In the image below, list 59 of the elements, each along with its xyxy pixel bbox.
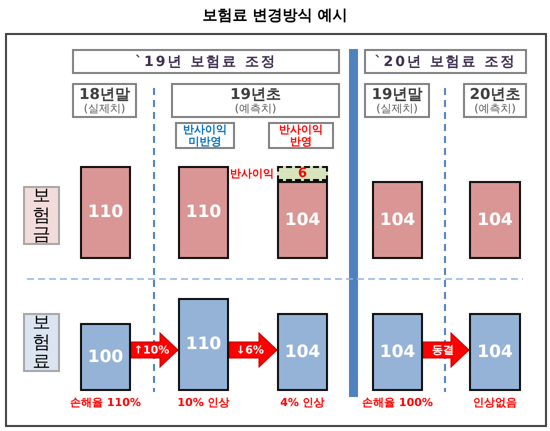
time-header: [171, 83, 340, 118]
status-label: 반사이익 반영: [278, 124, 324, 148]
time-label: 18년말: [79, 86, 130, 102]
period-header: [364, 49, 527, 74]
time-note: (예측치): [234, 102, 276, 116]
premium-bar: [469, 313, 521, 391]
claims-bar: [80, 166, 131, 259]
row-header: [23, 313, 60, 372]
time-header: [463, 83, 527, 118]
period-header: [72, 49, 340, 74]
time-label: 19년말: [372, 86, 422, 102]
time-header: [72, 83, 137, 118]
note-text: 반사이익: [230, 168, 274, 179]
row-title: 보험료: [32, 312, 50, 372]
note-text: 인상없음: [473, 397, 517, 408]
value-label: 110: [186, 336, 222, 353]
time-label: 19년초: [230, 86, 281, 102]
time-note: (예측치): [474, 102, 516, 116]
premium-bar: [277, 313, 328, 391]
premium-bar: [178, 298, 229, 391]
value-label: 104: [380, 212, 416, 228]
time-note: (실제치): [84, 102, 126, 116]
claims-bar: [469, 181, 521, 259]
row-header: [23, 186, 60, 245]
value-label: 110: [88, 204, 124, 221]
gain-block: [277, 166, 328, 181]
value-label: 110: [186, 204, 222, 221]
value-label: 100: [88, 348, 124, 366]
row-title: 보험금: [32, 186, 50, 246]
period-title: `19년 보험료 조정: [135, 54, 277, 68]
premium-bar: [80, 323, 131, 391]
block-arrow: [130, 332, 179, 368]
block-arrow: [422, 332, 470, 368]
value-label: 104: [477, 344, 513, 360]
edge-label: 동결: [432, 344, 454, 356]
time-label: 20년초: [470, 86, 520, 102]
value-label: 104: [477, 212, 513, 228]
value-label: 104: [380, 344, 416, 360]
note-text: 10% 인상: [177, 397, 230, 408]
value-label: 104: [284, 212, 320, 228]
diagram-title: 보험료 변경방식 예시: [202, 6, 348, 25]
note-text: 손해율 110%: [70, 397, 141, 408]
status-tag: [175, 122, 235, 149]
value-label: 104: [284, 344, 320, 360]
claims-bar: [178, 166, 229, 259]
block-arrow: [228, 332, 278, 368]
gain-value: 6: [298, 167, 308, 180]
claims-bar: [277, 181, 328, 259]
edge-label: ↑10%: [134, 344, 170, 356]
premium-bar: [372, 313, 423, 391]
claims-bar: [372, 181, 423, 259]
time-header: [364, 83, 430, 118]
note-text: 손해율 100%: [362, 397, 433, 408]
status-tag: [268, 122, 334, 149]
edge-label: ↓6%: [236, 344, 264, 356]
time-note: (실제치): [376, 102, 418, 116]
note-text: 4% 인상: [280, 397, 325, 408]
status-label: 반사이익 미반영: [182, 124, 228, 148]
period-title: `20년 보험료 조정: [374, 54, 516, 68]
